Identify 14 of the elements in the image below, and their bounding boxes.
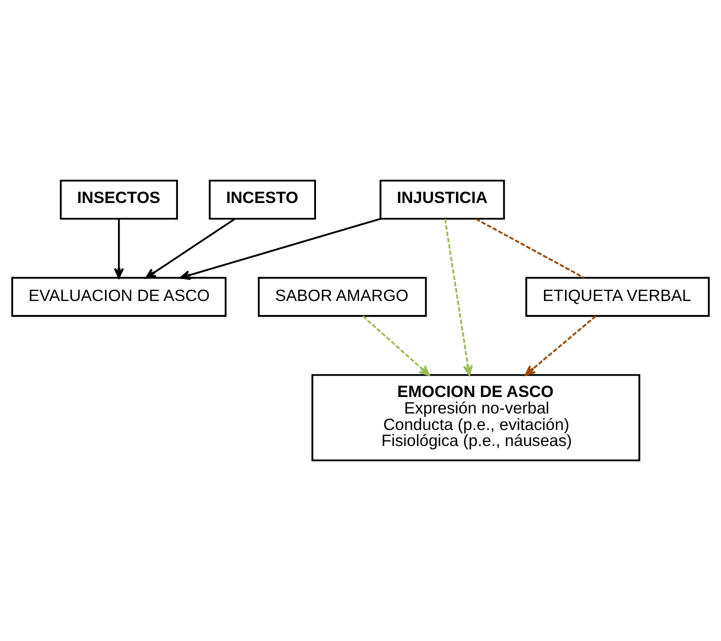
node-box: ETIQUETA VERBAL xyxy=(525,276,710,317)
arrow xyxy=(145,218,236,279)
arrow xyxy=(362,315,430,376)
arrow xyxy=(444,218,473,376)
arrow xyxy=(180,218,381,280)
arrow xyxy=(114,219,124,279)
node-box: INCESTO xyxy=(208,180,316,220)
node-box: INSECTOS xyxy=(60,180,178,220)
node-box: EVALUACION DE ASCO xyxy=(11,276,227,317)
node-box: EMOCION DE ASCO Expresión no-verbal Conducta (p.e., evitación) Fisiológica (p.e., náuseas) xyxy=(311,374,640,462)
arrow xyxy=(524,315,596,376)
connector xyxy=(476,218,585,279)
node-box: SABOR AMARGO xyxy=(258,276,427,317)
node-box: INJUSTICIA xyxy=(380,180,505,220)
